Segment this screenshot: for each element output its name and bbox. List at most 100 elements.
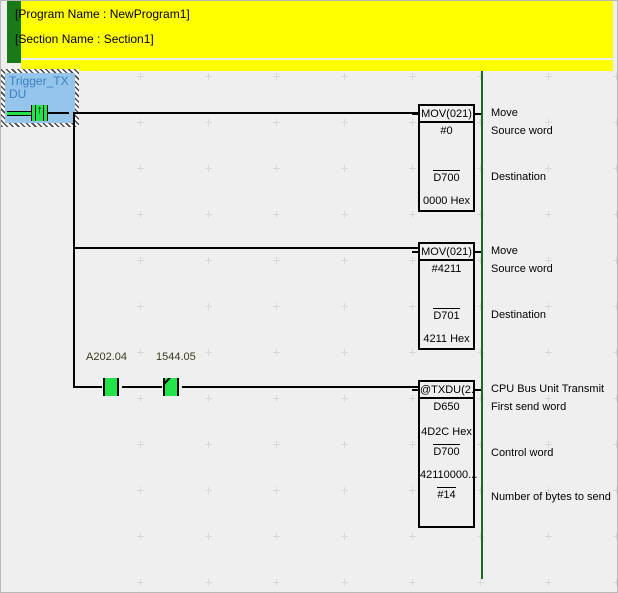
up-arrow-icon: ↑ — [36, 104, 43, 116]
contact-bar-right — [43, 105, 48, 121]
header-yellow-band-upper — [21, 1, 613, 58]
normally-closed-slash-icon — [163, 378, 179, 396]
contact-output-wire — [48, 112, 69, 114]
grid-dot — [341, 395, 348, 402]
instruction-block-mov-1[interactable]: MOV(021) #0 D700 0000 Hex — [412, 104, 481, 212]
grid-dot — [137, 441, 144, 448]
branch-trunk-wire — [73, 112, 75, 388]
grid-dot — [613, 303, 617, 310]
operand-bytes-to-send-text: #14 — [437, 487, 456, 501]
grid-dot — [545, 211, 552, 218]
grid-dot — [409, 165, 416, 172]
grid-dot — [273, 487, 280, 494]
grid-dot — [545, 165, 552, 172]
grid-dot — [137, 119, 144, 126]
grid-dot — [205, 395, 212, 402]
grid-dot — [205, 349, 212, 356]
grid-dot — [205, 533, 212, 540]
operand-first-send-word-value: 4D2C Hex — [421, 426, 472, 438]
grid-dot — [613, 349, 617, 356]
grid-dot — [613, 257, 617, 264]
section-header-banner: [Program Name : NewProgram1] [Section Na… — [1, 1, 617, 71]
operand-destination[interactable]: D701 — [420, 308, 473, 322]
grid-dot — [545, 533, 552, 540]
grid-dot — [273, 211, 280, 218]
contact-label-154405: 1544.05 — [156, 351, 196, 363]
grid-dot — [613, 395, 617, 402]
header-green-marker — [7, 1, 21, 63]
grid-dot — [273, 395, 280, 402]
grid-dot — [137, 257, 144, 264]
grid-dot — [613, 211, 617, 218]
grid-dot — [205, 257, 212, 264]
grid-dot — [409, 395, 416, 402]
grid-dot — [137, 73, 144, 80]
grid-dot — [137, 211, 144, 218]
grid-dot — [341, 211, 348, 218]
grid-dot — [613, 579, 617, 586]
grid-dot — [137, 487, 144, 494]
grid-dot — [613, 533, 617, 540]
up-differentiated-contact-icon[interactable]: ↑ — [7, 104, 69, 121]
grid-dot — [205, 441, 212, 448]
operand-destination[interactable]: D700 — [420, 170, 473, 184]
grid-dot — [613, 73, 617, 80]
grid-dot — [273, 73, 280, 80]
operand-source-word[interactable]: #0 — [440, 125, 453, 137]
grid-dot — [341, 579, 348, 586]
contact-input-wire — [7, 111, 33, 116]
operand-source-word[interactable]: #4211 — [431, 263, 462, 275]
rung-2-wire — [73, 247, 418, 249]
operand-control-word-value: 42110000... — [420, 469, 478, 481]
grid-dot — [273, 441, 280, 448]
program-name-label: [Program Name : NewProgram1] — [15, 7, 190, 21]
grid-dot — [205, 579, 212, 586]
grid-dot — [137, 165, 144, 172]
block-input-stub — [412, 251, 420, 253]
grid-dot — [341, 303, 348, 310]
operand-first-send-word[interactable]: D650 — [433, 401, 460, 413]
description-mov-2-destination: Destination — [491, 309, 547, 321]
grid-dot — [205, 487, 212, 494]
grid-dot — [273, 579, 280, 586]
grid-dot — [341, 119, 348, 126]
operand-control-word[interactable]: D700 — [420, 444, 473, 458]
description-txdu-first-send-word: First send word — [491, 401, 567, 413]
contact-normally-closed-154405[interactable] — [160, 378, 182, 396]
instruction-mnemonic: @TXDU(2... — [420, 382, 473, 399]
instruction-mnemonic: MOV(021) — [420, 106, 473, 123]
description-txdu-bytes: Number of bytes to send — [491, 491, 611, 503]
rung-3-wire-segment-b — [122, 386, 162, 388]
grid-dot — [205, 119, 212, 126]
contact-body — [103, 378, 119, 396]
grid-dot — [545, 73, 552, 80]
instruction-block-txdu[interactable]: @TXDU(2... D650 4D2C Hex D700 42110000..… — [412, 380, 481, 528]
grid-dot — [205, 165, 212, 172]
grid-dot — [545, 579, 552, 586]
grid-dot — [409, 349, 416, 356]
instruction-block-mov-2[interactable]: MOV(021) #4211 D701 4211 Hex — [412, 242, 481, 350]
grid-dot — [341, 533, 348, 540]
grid-dot — [137, 395, 144, 402]
grid-dot — [205, 73, 212, 80]
rung-3-wire-segment-c — [182, 386, 418, 388]
description-mov-2-source: Source word — [491, 263, 553, 275]
block-input-stub — [412, 113, 420, 115]
grid-dot — [409, 119, 416, 126]
grid-dot — [137, 533, 144, 540]
description-mov-2: Move — [491, 245, 518, 257]
grid-dot — [409, 579, 416, 586]
operand-destination-text: D701 — [433, 308, 460, 322]
contact-normally-open-a20204[interactable] — [100, 378, 122, 396]
grid-dot — [613, 119, 617, 126]
description-txdu-control-word: Control word — [491, 447, 554, 459]
instruction-mnemonic: MOV(021) — [420, 244, 473, 261]
description-mov-1-source: Source word — [491, 125, 553, 137]
operand-bytes-to-send[interactable]: #14 — [420, 487, 473, 501]
grid-dot — [341, 349, 348, 356]
grid-dot — [273, 533, 280, 540]
grid-dot — [341, 165, 348, 172]
grid-dot — [613, 441, 617, 448]
operand-destination-value: 4211 Hex — [423, 333, 470, 345]
